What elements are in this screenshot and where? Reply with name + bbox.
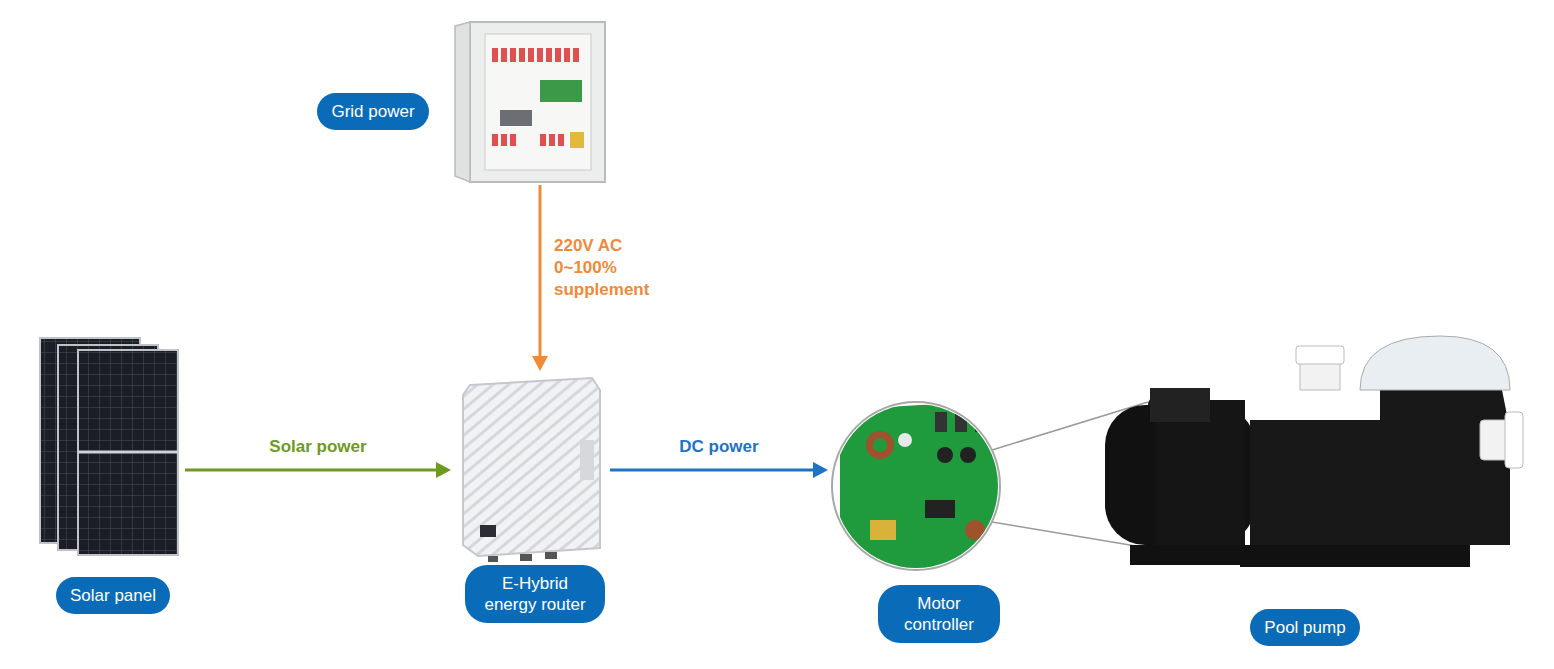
node-label: E-Hybrid energy router [465, 565, 605, 623]
controller-board-art [832, 400, 1000, 570]
router-art [463, 378, 600, 562]
node-label: Pool pump [1250, 609, 1359, 646]
node-label: Motor controller [878, 585, 1000, 643]
grid-power-node: Grid power [455, 22, 605, 182]
node-label: Grid power [317, 93, 428, 130]
pool-pump-art [1105, 336, 1523, 567]
node-label: Solar panel [56, 577, 170, 614]
pump-node: Pool pump [1100, 335, 1525, 570]
controller-node: Motor controller [832, 402, 1000, 570]
arrow-connector [610, 462, 828, 478]
router-node: E-Hybrid energy router [455, 375, 605, 560]
arrow-connector [185, 462, 451, 478]
edge-label: DC power [679, 436, 758, 458]
edge-label: 220V AC 0~100% supplement [554, 235, 669, 301]
arrow-connector [532, 185, 548, 371]
grid-cabinet-art [455, 22, 605, 182]
edge-label: Solar power [269, 436, 366, 458]
solar-panel-node: Solar panel [40, 338, 180, 555]
solar-panel-art [40, 338, 178, 555]
